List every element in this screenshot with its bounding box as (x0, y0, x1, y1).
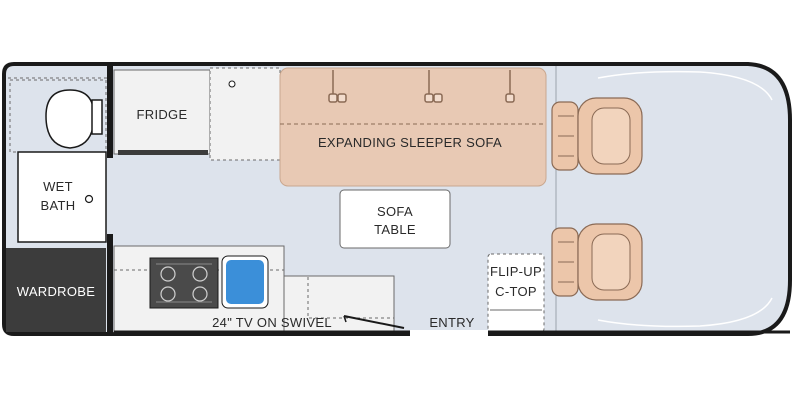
dashboard-outline-lower (597, 297, 773, 328)
bath-wall-lower (107, 234, 113, 332)
wardrobe (6, 248, 106, 332)
flip-up-label-1: FLIP-UP (490, 264, 542, 279)
fridge-label: FRIDGE (137, 107, 188, 122)
dashboard-outline (597, 70, 773, 101)
wet-bath-label-1: WET (43, 179, 73, 194)
entry-opening (410, 330, 488, 336)
bath-wall-upper (107, 66, 113, 158)
wet-bath (17, 151, 107, 243)
outlet-icon (228, 80, 236, 88)
fridge-door-edge (118, 150, 208, 155)
passenger-seat-icon (551, 223, 643, 301)
sofa-table-label-1: SOFA (377, 204, 413, 219)
sink-icon (221, 255, 269, 309)
toilet-icon (45, 89, 103, 149)
wardrobe-label: WARDROBE (17, 284, 96, 299)
entry-label: ENTRY (429, 315, 474, 330)
drain-icon (84, 194, 94, 204)
upper-counter (209, 67, 281, 161)
flip-up-label-2: C-TOP (495, 284, 537, 299)
seatbelt-icons (328, 70, 515, 103)
tv-icon (343, 315, 405, 329)
expanding-sleeper-sofa (279, 67, 547, 187)
sofa-table-label-2: TABLE (374, 222, 416, 237)
tv-label: 24" TV ON SWIVEL (212, 315, 332, 330)
cooktop-icon (149, 257, 219, 309)
sofa-table (339, 189, 451, 249)
sofa-label: EXPANDING SLEEPER SOFA (318, 135, 502, 150)
wet-bath-label-2: BATH (41, 198, 76, 213)
driver-seat-icon (551, 97, 643, 175)
